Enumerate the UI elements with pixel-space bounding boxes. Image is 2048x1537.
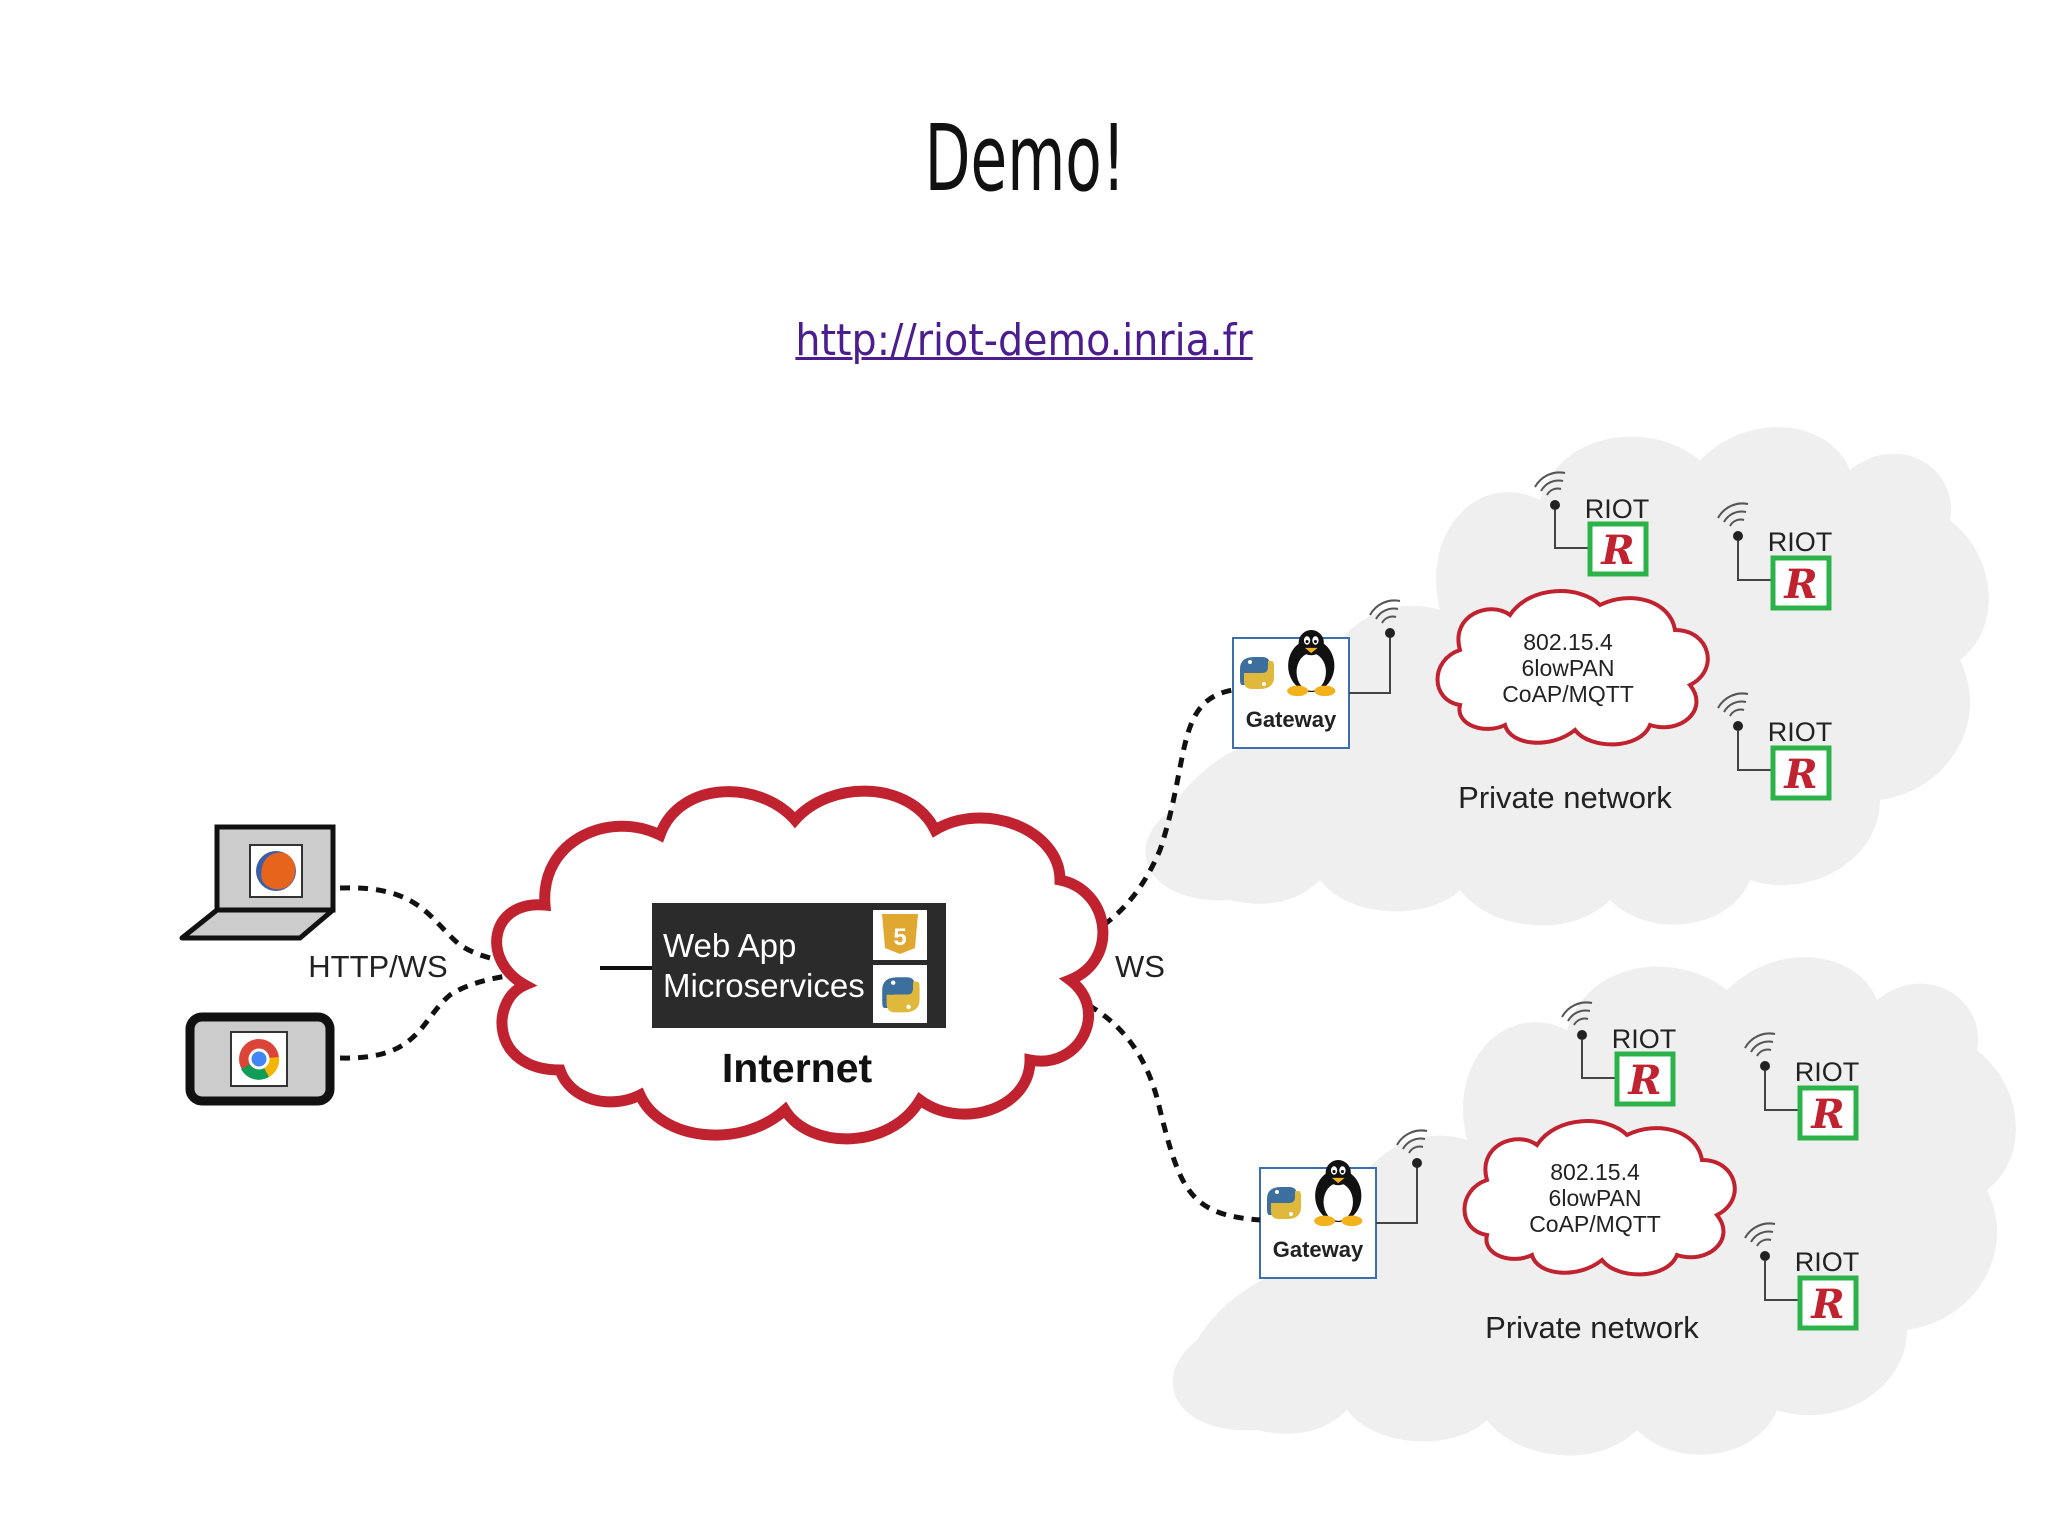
internet-label: Internet bbox=[722, 1045, 873, 1091]
internet: Web App Microservices 5 Internet bbox=[491, 785, 1109, 1145]
protocol-line-2: 6lowPAN bbox=[1549, 1185, 1642, 1211]
riot-node: RIOT bbox=[1717, 502, 1833, 608]
private-network-2: 802.15.4 6lowPAN CoAP/MQTT Private netwo… bbox=[1172, 957, 2016, 1456]
firefox-icon bbox=[249, 844, 303, 898]
riot-logo-icon bbox=[1800, 1278, 1856, 1328]
riot-logo-icon bbox=[1617, 1054, 1673, 1104]
protocol-line-3: CoAP/MQTT bbox=[1502, 681, 1634, 707]
demo-link-container: http://riot-demo.inria.fr bbox=[0, 315, 2048, 366]
gateway: Gateway bbox=[1259, 1160, 1377, 1279]
gateway: Gateway bbox=[1232, 630, 1350, 749]
riot-logo-icon bbox=[1773, 748, 1829, 798]
laptop bbox=[179, 824, 336, 941]
html5-icon: 5 bbox=[873, 910, 927, 960]
riot-label: RIOT bbox=[1795, 1057, 1860, 1087]
tablet bbox=[185, 1012, 335, 1106]
riot-label: RIOT bbox=[1768, 527, 1833, 557]
svg-text:5: 5 bbox=[893, 924, 906, 951]
riot-label: RIOT bbox=[1768, 717, 1833, 747]
webapp-line-1: Web App bbox=[663, 927, 796, 964]
riot-label: RIOT bbox=[1612, 1024, 1677, 1054]
riot-logo-icon bbox=[1773, 558, 1829, 608]
webapp-line-2: Microservices bbox=[663, 967, 865, 1004]
private-network-label: Private network bbox=[1458, 780, 1672, 815]
gateway-label: Gateway bbox=[1246, 707, 1337, 732]
protocol-cloud bbox=[1462, 1119, 1737, 1277]
protocol-cloud bbox=[1435, 589, 1710, 747]
riot-label: RIOT bbox=[1585, 494, 1650, 524]
demo-link[interactable]: http://riot-demo.inria.fr bbox=[795, 315, 1253, 366]
laptop-connection bbox=[339, 885, 651, 971]
private-network-1: 802.15.4 6lowPAN CoAP/MQTT Private netwo… bbox=[1145, 427, 1989, 926]
ws-label: WS bbox=[1115, 949, 1165, 984]
python-icon bbox=[1267, 1187, 1301, 1219]
protocol-line-1: 802.15.4 bbox=[1550, 1159, 1640, 1185]
riot-node: RIOT bbox=[1561, 1001, 1677, 1104]
riot-node: RIOT bbox=[1744, 1032, 1860, 1138]
slide-title: Demo! bbox=[924, 105, 1126, 212]
riot-logo-icon bbox=[1590, 524, 1646, 574]
python-icon bbox=[873, 965, 927, 1023]
gateway-label: Gateway bbox=[1273, 1237, 1364, 1262]
riot-node: RIOT bbox=[1717, 692, 1833, 798]
riot-label: RIOT bbox=[1795, 1247, 1860, 1277]
protocol-line-1: 802.15.4 bbox=[1523, 629, 1613, 655]
protocol-line-3: CoAP/MQTT bbox=[1529, 1211, 1661, 1237]
private-network-label: Private network bbox=[1485, 1310, 1699, 1345]
riot-node: RIOT bbox=[1534, 471, 1650, 574]
python-icon bbox=[1240, 657, 1274, 689]
riot-logo-icon bbox=[1800, 1088, 1856, 1138]
chrome-icon bbox=[230, 1031, 288, 1087]
riot-node: RIOT bbox=[1744, 1222, 1860, 1328]
http-ws-label: HTTP/WS bbox=[308, 949, 448, 984]
protocol-line-2: 6lowPAN bbox=[1522, 655, 1615, 681]
